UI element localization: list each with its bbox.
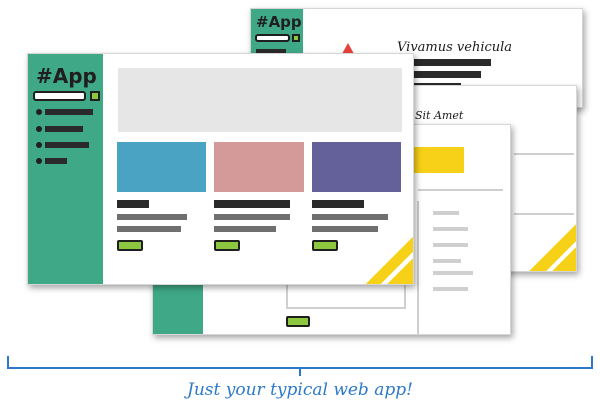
card-text-line [214, 214, 290, 220]
lower-window-yellow-block [408, 147, 464, 173]
lower-window-vertical-divider [417, 201, 419, 334]
front-window: #App [27, 53, 414, 285]
nav-bullet-icon [36, 109, 42, 115]
lower-window-form-box [286, 275, 406, 309]
bracket-line [7, 356, 593, 376]
back-window-text-line [411, 59, 491, 66]
lower-window-list-line [433, 287, 468, 291]
card-image-blue [117, 142, 206, 192]
nav-bullet-icon [36, 158, 42, 164]
bracket [7, 356, 593, 376]
sidebar [28, 54, 103, 284]
back-window-text-line [411, 71, 481, 78]
middle-window-divider [514, 153, 574, 155]
sidebar-nav-item[interactable] [45, 126, 83, 132]
card-text-line [312, 214, 388, 220]
lower-window-list-line [433, 227, 468, 231]
card-title [214, 200, 290, 208]
lower-window-list-line [433, 211, 459, 215]
sidebar-nav-item[interactable] [45, 158, 67, 164]
middle-window-divider [514, 213, 574, 215]
card-text-line [117, 226, 181, 232]
card-text-line [312, 226, 378, 232]
card-image-purple [312, 142, 401, 192]
card-title [312, 200, 364, 208]
search-button[interactable] [90, 91, 100, 101]
card-button[interactable] [214, 240, 240, 251]
hero-banner [118, 68, 402, 132]
lower-window-list-line [433, 271, 473, 275]
card-text-line [214, 226, 276, 232]
back-window-heading: Vivamus vehicula [397, 40, 513, 55]
nav-bullet-icon [36, 126, 42, 132]
sidebar-nav-item[interactable] [45, 142, 89, 148]
card-button[interactable] [117, 240, 143, 251]
lower-window-list-line [433, 243, 468, 247]
back-window-search-button[interactable] [292, 34, 300, 42]
middle-window-corner-stripe [514, 216, 576, 271]
nav-bullet-icon [36, 142, 42, 148]
app-brand: #App [36, 64, 97, 88]
card-button[interactable] [312, 240, 338, 251]
back-window-nav-bar [256, 49, 286, 53]
lower-window-list-line [433, 259, 461, 263]
caption: Just your typical web app! [187, 380, 413, 400]
middle-window-heading: Sit Amet [415, 109, 464, 122]
back-window-brand: #App [256, 13, 302, 31]
back-window-search-input[interactable] [255, 34, 290, 42]
lower-window-divider [418, 189, 503, 191]
lower-window-submit-button[interactable] [286, 316, 310, 327]
card-image-pink [214, 142, 304, 192]
sidebar-nav-item[interactable] [45, 109, 93, 115]
card-title [117, 200, 149, 208]
corner-stripe [355, 232, 413, 284]
search-input[interactable] [33, 91, 86, 101]
card-text-line [117, 214, 187, 220]
